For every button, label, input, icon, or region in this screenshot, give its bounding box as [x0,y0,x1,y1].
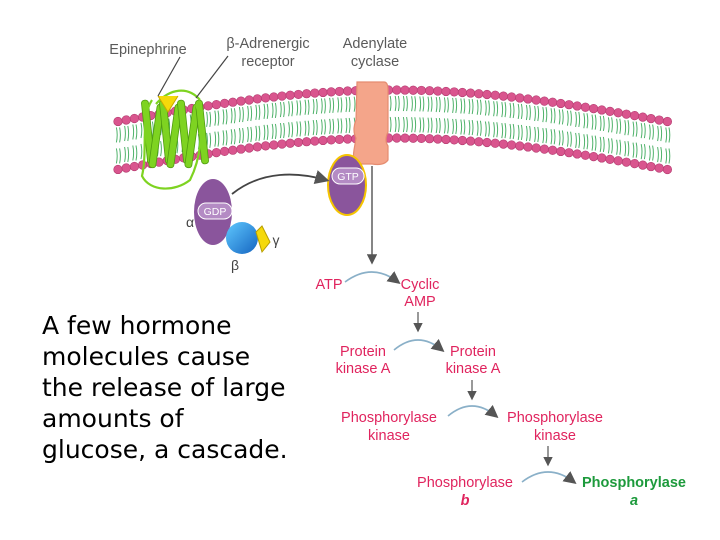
beta-label: β [231,257,239,273]
phosphorylase-b-label-line2: b [461,493,470,509]
pka-inactive-label-line1: Protein [340,344,386,360]
g-gamma-subunit [255,225,271,254]
receptor-label-line2: receptor [241,54,294,70]
cyclase-label-line1: Adenylate [343,36,408,52]
pka-activation-arrow [393,338,445,353]
activation-arrow [231,170,330,195]
atp-label: ATP [315,277,342,293]
phosphorylase-b-label-line1: Phosphorylase [417,475,513,491]
phk-activation-arrow [447,404,499,419]
camp-label-line1: Cyclic [401,277,440,293]
caption-line: glucose, a cascade. [42,435,288,464]
g-protein-inactive: GDP α β γ [186,179,280,273]
pka-inactive-label-line2: kinase A [336,361,391,377]
caption-line: amounts of [42,404,184,433]
g-alpha-gtp: GTP [327,154,367,216]
gdp-badge [197,202,233,220]
phk-active-label-line2: kinase [534,428,576,444]
beta-adrenergic-receptor [140,89,209,190]
caption-line: A few hormone [42,311,232,340]
receptor-label-line1: β-Adrenergic [226,36,309,52]
caption-line: the release of large [42,373,286,402]
camp-label-line2: AMP [404,294,435,310]
pka-active-label-line1: Protein [450,344,496,360]
alpha-label: α [186,214,194,230]
receptor-pointer [195,55,229,99]
epinephrine-pointer [157,56,181,97]
cyclase-label-line2: cyclase [351,54,399,70]
g-beta-subunit [226,222,258,254]
epinephrine-label: Epinephrine [109,42,186,58]
adenylate-cyclase [352,81,389,166]
phosphorylase-a-label-line1: Phosphorylase [582,475,686,491]
gamma-label: γ [273,232,280,248]
epinephrine-molecule [157,95,179,113]
pka-active-label-line2: kinase A [446,361,501,377]
caption: A few hormone molecules cause the releas… [42,310,332,465]
caption-line: molecules cause [42,342,251,371]
enzyme-cascade: ATP Cyclic AMP Protein kinase A Protein … [315,271,686,509]
phosphorylase-activation-arrow [521,471,577,484]
gtp-label: GTP [337,171,359,183]
atp-conversion-arrow [344,271,401,284]
phosphorylase-a-label-line2: a [630,493,638,509]
phk-inactive-label-line2: kinase [368,428,410,444]
phk-active-label-line1: Phosphorylase [507,410,603,426]
gtp-badge [331,167,365,185]
gdp-label: GDP [204,206,227,218]
phk-inactive-label-line1: Phosphorylase [341,410,437,426]
